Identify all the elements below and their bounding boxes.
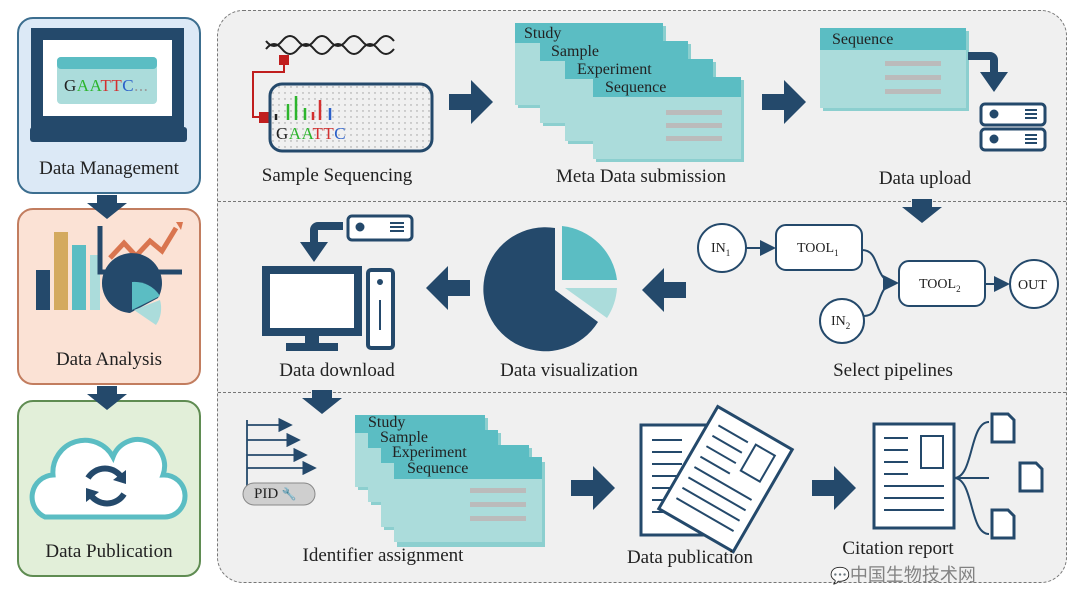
wechat-icon: 💬	[830, 566, 850, 585]
node-in2: IN2	[831, 314, 851, 331]
node-in1: IN1	[711, 241, 731, 258]
label-data-publication: Data publication	[626, 547, 754, 568]
laptop-icon	[30, 28, 187, 142]
right-arrow-icon	[571, 466, 615, 510]
down-arrow-icon	[902, 199, 942, 223]
label-data-download: Data download	[279, 360, 395, 381]
pie-chart-icon	[483, 226, 617, 352]
left-arrow-icon	[426, 266, 470, 310]
label-meta-data-submission: Meta Data submission	[556, 166, 726, 187]
papers-icon	[639, 404, 795, 554]
card-study: Study	[524, 25, 562, 42]
card-sample: Sample	[551, 43, 599, 60]
chromatogram-icon	[274, 96, 332, 120]
pid-label: PID 🔧	[254, 486, 297, 502]
panel-label: Data Management	[39, 158, 179, 179]
citation-document-icon	[872, 412, 1044, 540]
card-study: Study	[368, 414, 406, 431]
down-arrow-icon	[302, 390, 342, 414]
label-citation-report: Citation report	[842, 538, 954, 559]
card-experiment: Experiment	[392, 444, 467, 461]
wrench-icon: 🔧	[281, 487, 297, 501]
desktop-computer-icon	[262, 266, 395, 351]
card-sequence: Sequence	[605, 79, 667, 96]
row-divider	[218, 392, 1066, 393]
panel-label: Data Analysis	[55, 349, 163, 370]
card-experiment: Experiment	[577, 61, 652, 78]
pipeline-graph	[697, 223, 1059, 344]
left-arrow-icon	[642, 268, 686, 312]
right-arrow-icon	[449, 80, 493, 124]
label-data-upload: Data upload	[878, 168, 972, 189]
dna-helix-icon	[265, 35, 395, 55]
metadata-cards	[515, 23, 744, 162]
chip-sequence-text: GAATTC	[276, 124, 347, 143]
sequencer-chip	[268, 82, 434, 153]
pid-badge	[242, 482, 316, 506]
node-tool2: TOOL2	[919, 277, 961, 294]
right-arrow-icon	[812, 466, 856, 510]
node-tool1: TOOL1	[797, 241, 839, 258]
bend-arrow-icon	[968, 52, 1008, 92]
bend-arrow-icon	[300, 222, 343, 262]
screen-sequence-text: GAATTC...	[64, 76, 149, 95]
label-data-visualization: Data visualization	[500, 360, 638, 381]
metadata-cards	[355, 415, 545, 547]
pid-connectors	[246, 417, 317, 486]
card-sequence: Sequence	[407, 460, 469, 477]
server-icon	[346, 214, 414, 242]
watermark: 💬中国生物技术网	[830, 565, 976, 586]
down-arrow-icon	[87, 386, 127, 410]
node-out: OUT	[1018, 278, 1047, 293]
label-identifier-assignment: Identifier assignment	[302, 545, 464, 566]
upload-card-sequence: Sequence	[832, 31, 894, 48]
analysis-chart-icon	[36, 222, 183, 325]
sequence-card	[820, 28, 969, 111]
label-select-pipelines: Select pipelines	[833, 360, 953, 381]
down-arrow-icon	[87, 195, 127, 219]
card-sample: Sample	[380, 429, 428, 446]
server-icon	[979, 102, 1047, 152]
cloud-sync-icon	[29, 436, 188, 520]
right-arrow-icon	[762, 80, 806, 124]
panel-label: Data Publication	[45, 541, 173, 562]
row-divider	[218, 201, 1066, 202]
label-sample-sequencing: Sample Sequencing	[261, 165, 413, 186]
